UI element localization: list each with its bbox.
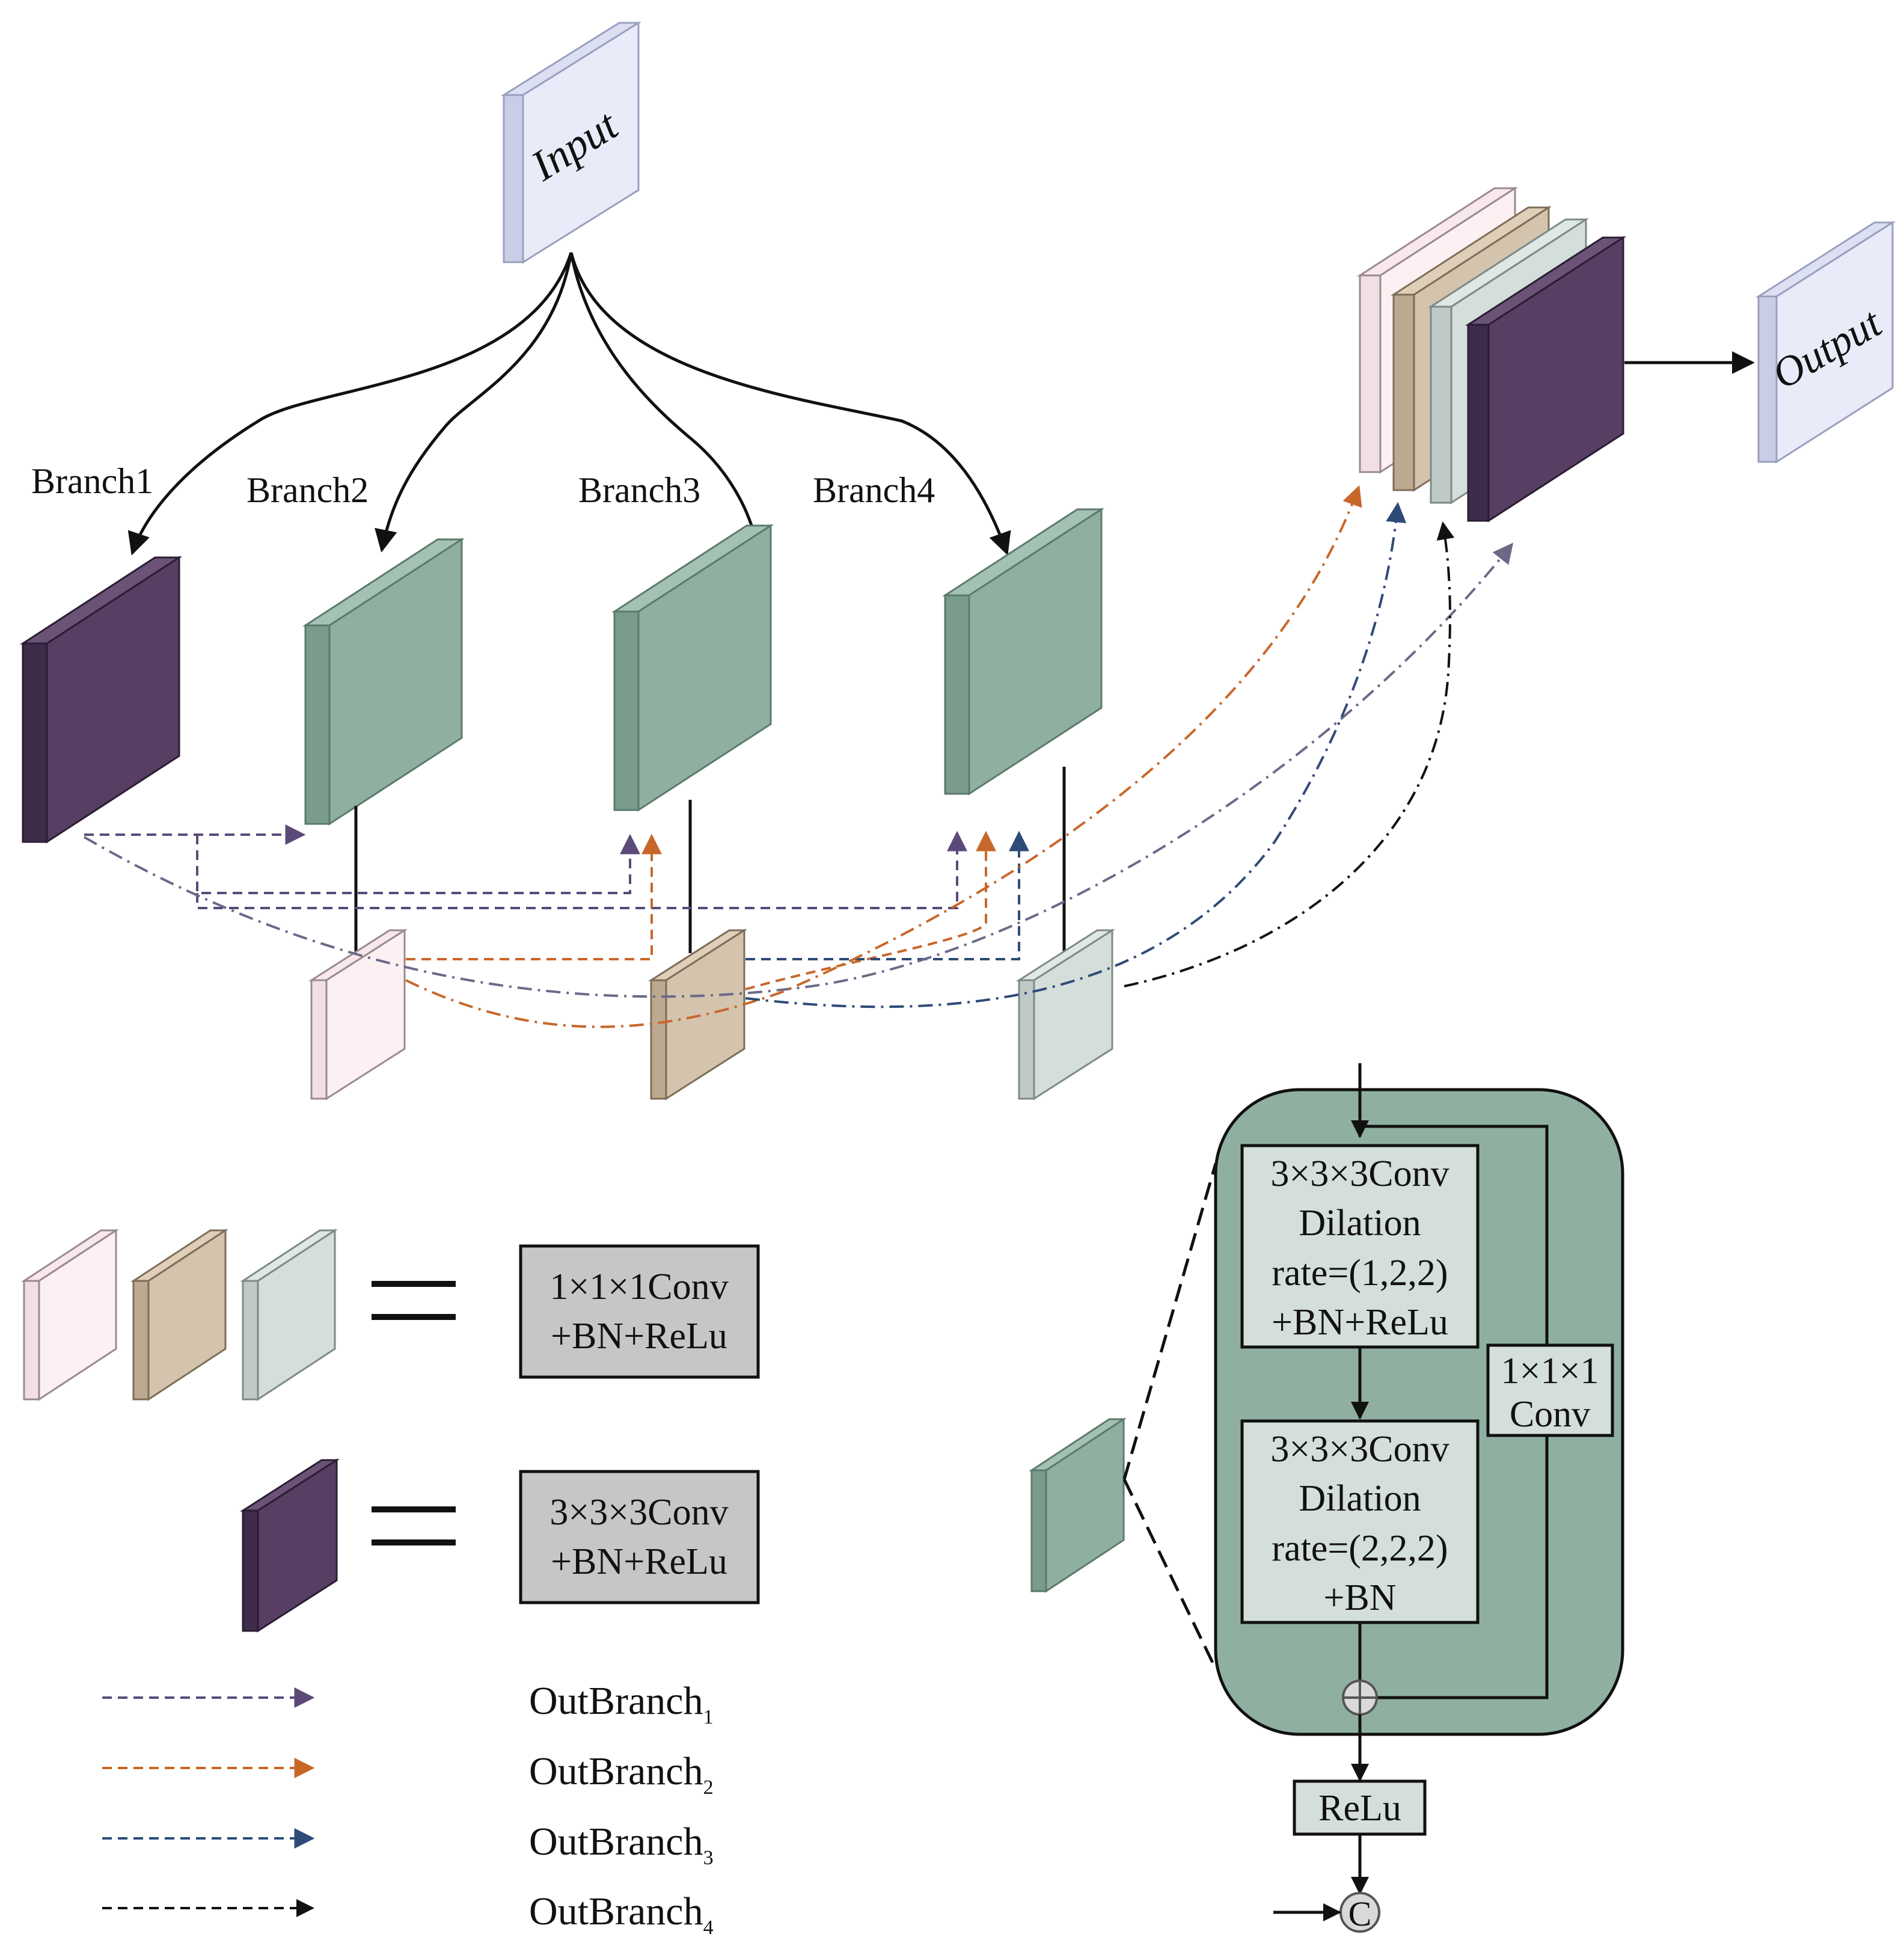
branch3-block — [611, 524, 774, 812]
input-to-branch-arrows — [127, 252, 1011, 556]
legend-conv1-line1: 1×1×1Conv — [549, 1266, 728, 1307]
concat-stack — [1356, 186, 1627, 523]
outbranch2-paths — [406, 830, 996, 990]
outbranch3-label: OutBranch3 — [529, 1820, 714, 1869]
detail-block1-line4: +BN+ReLu — [1272, 1302, 1448, 1343]
detail-block1-line2: Dilation — [1299, 1203, 1421, 1244]
input-block: Input — [500, 21, 642, 264]
detail-panel: 3×3×3Conv Dilation rate=(1,2,2) +BN+ReLu… — [1214, 1063, 1624, 1933]
legend-outbranch-labels: OutBranch1 OutBranch2 OutBranch3 OutBran… — [529, 1679, 714, 1939]
detail-block2-line2: Dilation — [1299, 1478, 1421, 1519]
concat-label: C — [1348, 1894, 1372, 1933]
branch4-label: Branch4 — [813, 470, 935, 510]
outbranch2-label: OutBranch2 — [529, 1749, 714, 1799]
relu-label: ReLu — [1318, 1788, 1401, 1829]
branch3-label: Branch3 — [578, 470, 700, 510]
branch2-label: Branch2 — [246, 470, 369, 510]
sum-node — [1342, 1680, 1378, 1716]
legend-conv1-line2: +BN+ReLu — [551, 1316, 727, 1357]
vertical-connectors — [354, 767, 1066, 953]
tan-small-block — [647, 928, 748, 1100]
branch1-label: Branch1 — [31, 461, 153, 501]
legend-purple-block — [239, 1458, 340, 1633]
detail-green-block — [1028, 1417, 1127, 1593]
legend-equals-1 — [372, 1281, 456, 1320]
dashdot-to-output — [83, 485, 1514, 1028]
gray-small-block — [1015, 928, 1116, 1100]
legend-conv3-line2: +BN+ReLu — [551, 1541, 727, 1582]
detail-block2-line4: +BN — [1323, 1577, 1396, 1618]
legend-equals-2 — [372, 1506, 456, 1545]
legend-conv3-line1: 3×3×3Conv — [549, 1492, 728, 1533]
detail-block2-line3: rate=(2,2,2) — [1272, 1528, 1448, 1569]
branch2-block — [302, 538, 465, 826]
legend-conv1-box: 1×1×1Conv +BN+ReLu — [519, 1244, 760, 1379]
shortcut-conv-line1: 1×1×1 — [1501, 1351, 1599, 1392]
zoom-lines — [1122, 1163, 1217, 1670]
shortcut-conv-line2: Conv — [1510, 1394, 1590, 1435]
detail-block1-line3: rate=(1,2,2) — [1272, 1253, 1448, 1294]
outbranch3-paths — [745, 830, 1029, 960]
concat-node: C — [1339, 1892, 1380, 1933]
detail-block1-line1: 3×3×3Conv — [1270, 1153, 1449, 1194]
legend-small-blocks — [20, 1229, 338, 1401]
legend-conv3-box: 3×3×3Conv +BN+ReLu — [519, 1470, 760, 1604]
output-block: Output — [1755, 221, 1896, 464]
outbranch1-paths — [84, 824, 967, 909]
branch4-block — [941, 508, 1105, 796]
branch1-block — [19, 556, 183, 844]
outbranch4-label: OutBranch4 — [529, 1889, 714, 1939]
outbranch1-label: OutBranch1 — [529, 1679, 714, 1728]
detail-block2-line1: 3×3×3Conv — [1270, 1429, 1449, 1470]
branch-labels: Branch1 Branch2 Branch3 Branch4 — [31, 461, 935, 510]
legend-outbranch-lines — [102, 1687, 315, 1917]
